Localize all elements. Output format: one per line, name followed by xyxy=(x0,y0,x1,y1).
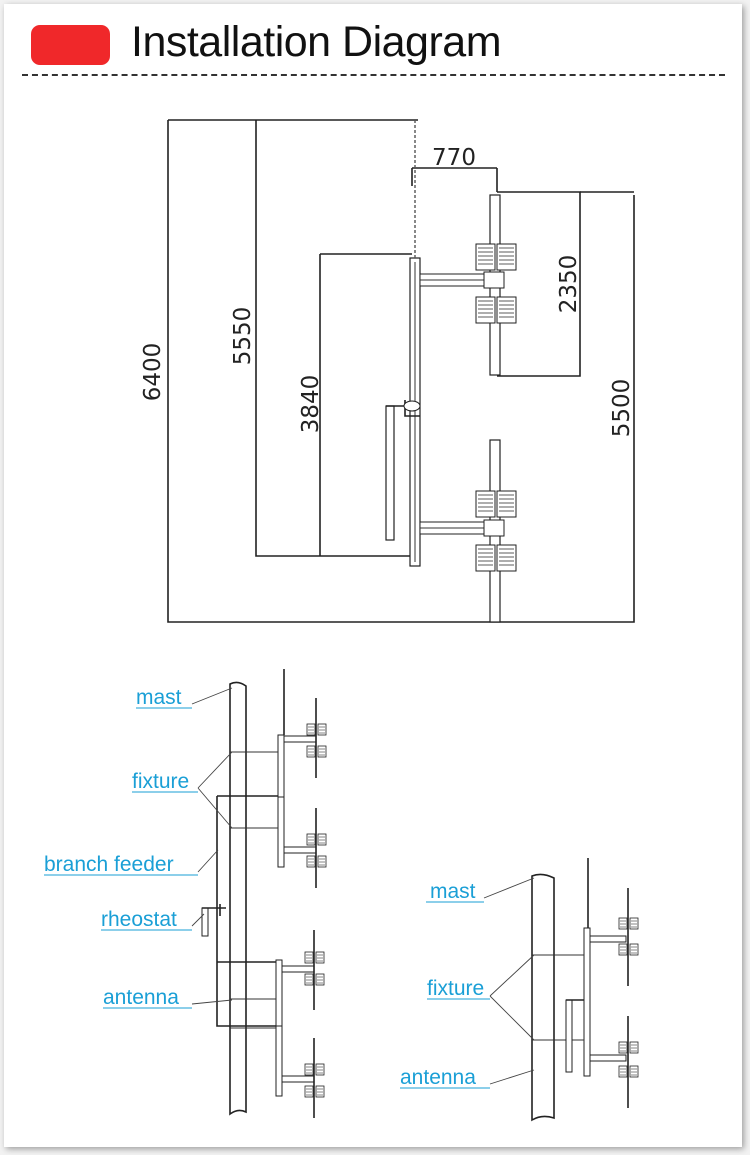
left-labels: mast fixture branch feeder rheostat ante… xyxy=(44,686,198,1009)
left-branch-feeder-label: branch feeder xyxy=(44,853,174,876)
dim-770-label: 770 xyxy=(432,145,476,171)
right-mast xyxy=(531,858,589,1122)
left-antenna-bays xyxy=(275,698,327,1118)
top-mast-assembly xyxy=(385,120,517,623)
right-fixtures-feeder xyxy=(532,954,584,1073)
page-title: Installation Diagram xyxy=(131,18,502,66)
left-rheostat-label: rheostat xyxy=(101,908,177,931)
left-fixtures-feeder xyxy=(201,751,278,1029)
title-divider xyxy=(22,74,725,76)
dimension-lines xyxy=(167,119,635,623)
right-fixture-label: fixture xyxy=(427,977,484,1000)
title-badge xyxy=(31,25,110,65)
dim-5550-label: 5550 xyxy=(230,307,256,366)
left-leader-lines xyxy=(191,687,233,1005)
right-leader-lines xyxy=(483,877,535,1085)
right-labels: mast fixture antenna xyxy=(400,880,490,1089)
left-mast-label: mast xyxy=(136,686,182,709)
left-antenna-label: antenna xyxy=(103,986,179,1009)
left-fixture-label: fixture xyxy=(132,770,189,793)
dim-5500-label: 5500 xyxy=(609,379,635,438)
right-antenna-bays xyxy=(583,888,639,1108)
left-mast xyxy=(229,669,285,1116)
dim-3840-label: 3840 xyxy=(298,375,324,434)
dim-6400-label: 6400 xyxy=(140,343,166,402)
dim-2350-label: 2350 xyxy=(556,255,582,314)
right-mast-label: mast xyxy=(430,880,476,903)
page-frame xyxy=(4,4,742,1147)
right-antenna-label: antenna xyxy=(400,1066,476,1089)
